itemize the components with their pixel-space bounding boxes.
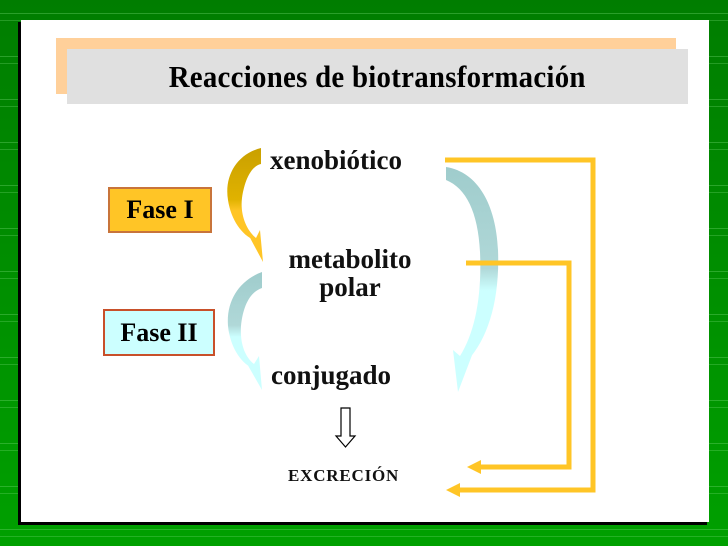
arrowhead-icon bbox=[467, 460, 481, 474]
phase-2-curved-arrow-icon bbox=[227, 272, 262, 390]
metabolite-label-line1: metabolito bbox=[288, 244, 412, 274]
down-arrow-icon bbox=[334, 407, 357, 448]
slide-title: Reacciones de biotransformación bbox=[168, 58, 587, 94]
xenobiotic-excretion-line-icon bbox=[445, 157, 596, 493]
metabolite-label: metabolito polar bbox=[270, 245, 430, 301]
xenobiotic-label: xenobiótico bbox=[270, 145, 402, 175]
phase-1-box: Fase I bbox=[108, 187, 212, 233]
phase-2-box: Fase II bbox=[103, 309, 215, 356]
metabolite-label-line2: polar bbox=[319, 272, 381, 302]
conjugate-label: conjugado bbox=[271, 360, 392, 390]
excretion-label: EXCRECIÓN bbox=[288, 466, 400, 485]
arrowhead-icon bbox=[446, 483, 460, 497]
phase-1-label: Fase I bbox=[126, 195, 194, 224]
phase-1-curved-arrow-icon bbox=[227, 148, 263, 262]
metabolite-excretion-line-icon bbox=[466, 260, 572, 470]
direct-conjugation-arrow-icon bbox=[446, 167, 499, 392]
title-box: Reacciones de biotransformación bbox=[67, 49, 688, 104]
phase-2-label: Fase II bbox=[120, 317, 198, 347]
